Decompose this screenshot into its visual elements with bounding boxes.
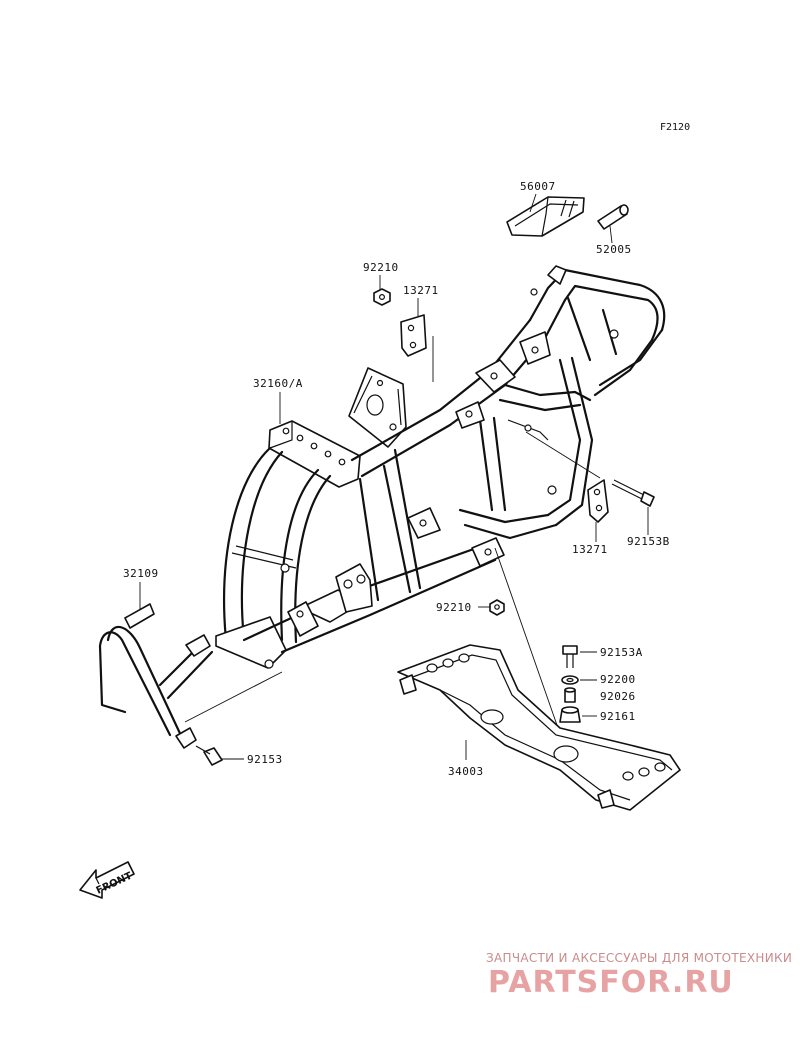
part-92210-nut-mid	[489, 599, 505, 616]
label-32160A: 32160/A	[253, 377, 303, 390]
part-92026-collar	[564, 687, 576, 703]
label-92153A: 92153A	[600, 646, 643, 659]
label-13271-top: 13271	[403, 284, 439, 297]
front-direction-arrow: FRONT	[79, 861, 135, 899]
watermark: ЗАПЧАСТИ И АКСЕССУАРЫ ДЛЯ МОТОТЕХНИКИ PA…	[486, 951, 792, 1000]
label-92153: 92153	[247, 753, 283, 766]
part-92153-bolt	[195, 745, 223, 766]
part-92153A-bolt	[562, 645, 578, 668]
label-52005: 52005	[596, 243, 632, 256]
label-92200: 92200	[600, 673, 636, 686]
part-32109-front-bumper	[98, 603, 214, 749]
label-92210-mid: 92210	[436, 601, 472, 614]
part-34003-sub-frame	[397, 644, 681, 811]
part-13271-plate-right	[587, 479, 609, 523]
label-92210-top: 92210	[363, 261, 399, 274]
label-32109: 32109	[123, 567, 159, 580]
part-92153B-bolt	[611, 479, 655, 507]
label-34003: 34003	[448, 765, 484, 778]
label-92026: 92026	[600, 690, 636, 703]
part-92161-damper	[559, 706, 581, 723]
part-92210-nut-top	[373, 288, 391, 306]
part-52005-pin	[597, 204, 629, 230]
part-56007-bracket	[506, 196, 585, 237]
part-13271-plate-top	[400, 314, 427, 357]
watermark-tagline: ЗАПЧАСТИ И АКСЕССУАРЫ ДЛЯ МОТОТЕХНИКИ	[486, 951, 792, 965]
label-56007: 56007	[520, 180, 556, 193]
label-13271-right: 13271	[572, 543, 608, 556]
figure-code: F2120	[660, 122, 690, 133]
label-92153B: 92153B	[627, 535, 670, 548]
part-32160A-main-frame	[215, 265, 666, 669]
part-92200-washer	[561, 675, 579, 685]
label-92161: 92161	[600, 710, 636, 723]
watermark-brand: PARTSFOR.RU	[488, 965, 734, 1000]
